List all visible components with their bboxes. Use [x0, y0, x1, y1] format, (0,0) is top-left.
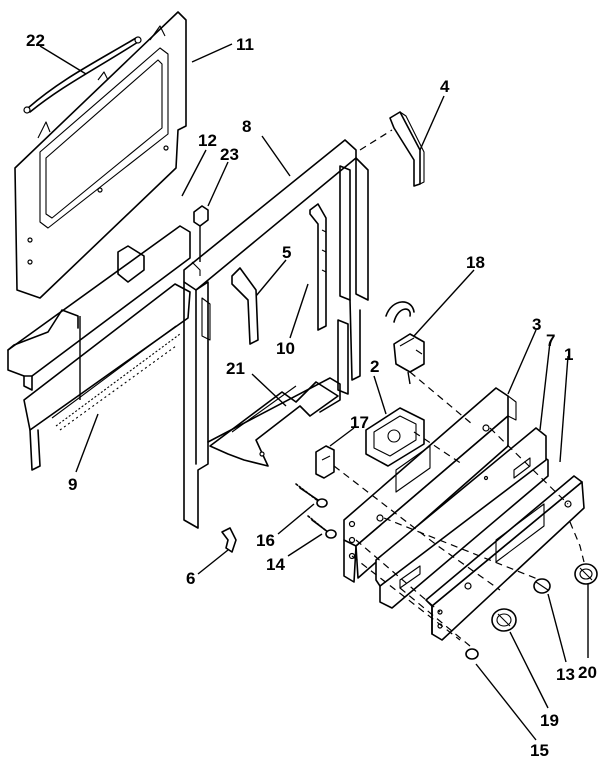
- part-23-clip: [193, 205, 209, 262]
- callout-4: 4: [440, 77, 450, 96]
- assembly-lines: [333, 129, 585, 647]
- callout-22: 22: [26, 31, 45, 50]
- part-14-screw: [307, 515, 337, 539]
- callout-23: 23: [220, 145, 239, 164]
- part-20-knob: [574, 563, 598, 585]
- callout-7: 7: [546, 331, 555, 350]
- part-13-knob: [533, 578, 551, 594]
- part-8-main-panel: [183, 139, 369, 529]
- callout-19: 19: [540, 711, 559, 730]
- callout-20: 20: [578, 663, 597, 682]
- callout-3: 3: [532, 315, 541, 334]
- part-5-bracket: [231, 267, 259, 345]
- callout-12: 12: [198, 131, 217, 150]
- callout-6: 6: [186, 569, 195, 588]
- callout-17: 17: [350, 413, 369, 432]
- part-3-control-panel: [343, 387, 517, 583]
- callout-18: 18: [466, 253, 485, 272]
- part-21-shield: [209, 381, 339, 467]
- callout-15: 15: [530, 741, 549, 760]
- part-11-rear-panel: [14, 11, 187, 299]
- part-2-display: [365, 407, 425, 467]
- leader-arrows: [39, 43, 589, 741]
- callout-11: 11: [236, 35, 254, 54]
- part-19-knob: [491, 608, 517, 632]
- part-18-switch: [385, 301, 425, 385]
- callout-9: 9: [68, 475, 77, 494]
- callout-1: 1: [564, 345, 573, 364]
- callout-13: 13: [556, 665, 575, 684]
- part-16-screw: [295, 483, 328, 508]
- callout-21: 21: [226, 359, 245, 378]
- part-1-front-panel: [425, 475, 585, 641]
- callout-5: 5: [282, 243, 291, 262]
- callout-labels: 22 11 8 4 12 23 5 18 10 3 7 1 2 21 17 9 …: [26, 31, 597, 760]
- callout-14: 14: [266, 555, 285, 574]
- callout-2: 2: [370, 357, 379, 376]
- part-10-vertical-bracket: [309, 203, 327, 331]
- part-9-lower-channel: [7, 225, 191, 471]
- callout-8: 8: [242, 117, 251, 136]
- part-4-bracket: [389, 111, 425, 187]
- part-6-clip: [221, 527, 237, 553]
- part-22-rod: [23, 36, 142, 114]
- callout-10: 10: [276, 339, 295, 358]
- part-15-knob: [465, 648, 479, 660]
- callout-16: 16: [256, 531, 275, 550]
- part-17-component: [315, 445, 335, 479]
